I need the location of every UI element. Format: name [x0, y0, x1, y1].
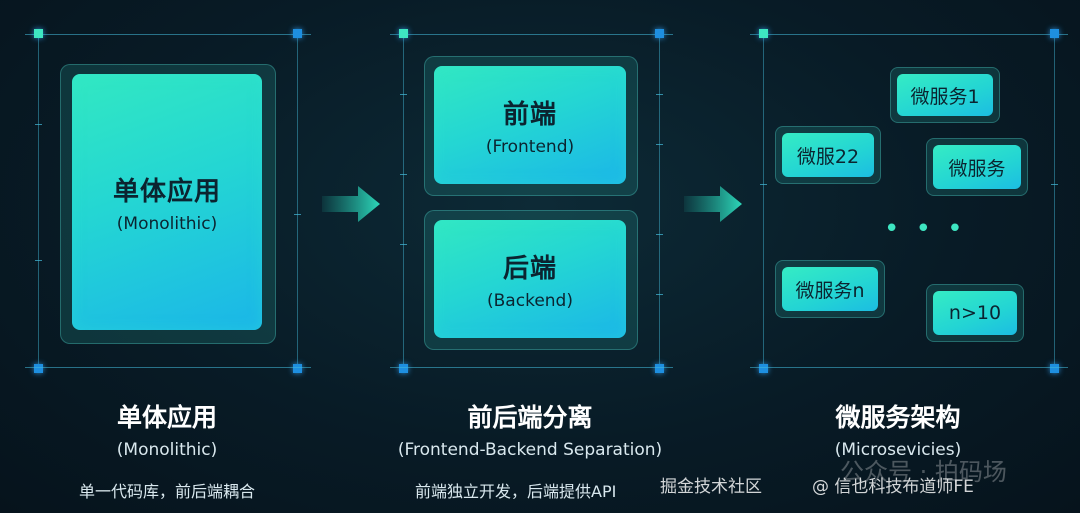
- frame-corner: [399, 364, 408, 373]
- frontend-title: 前端: [502, 99, 557, 130]
- microservices-caption: 微服务架构 (Microsevicies): [738, 398, 1058, 460]
- frame-corner: [655, 364, 664, 373]
- frame-corner: [1050, 29, 1059, 38]
- microservice-chip: 微服务1: [890, 67, 1000, 123]
- caption-description-text: 前端独立开发，后端提供API: [415, 482, 617, 501]
- caption-subtitle: (Monolithic): [116, 440, 218, 460]
- frame-corner: [399, 29, 408, 38]
- frame-corner: [34, 364, 43, 373]
- watermark-left: 掘金技术社区: [660, 477, 762, 497]
- monolithic-caption: 单体应用 (Monolithic) 单一代码库，前后端耦合: [7, 398, 327, 502]
- frame-tick: [656, 294, 663, 295]
- frame-corner: [293, 29, 302, 38]
- frame-tick: [656, 94, 663, 95]
- frontend-subtitle: (Frontend): [485, 136, 575, 157]
- frame-corner: [759, 29, 768, 38]
- frame-corner: [759, 364, 768, 373]
- monolithic-frame: [25, 29, 311, 373]
- microservice-chip-label: 微服务1: [897, 74, 993, 116]
- caption-title: 单体应用: [116, 403, 217, 432]
- caption-title: 前后端分离: [467, 403, 593, 432]
- caption-subtitle: (Frontend-Backend Separation): [397, 440, 663, 460]
- backend-subtitle: (Backend): [487, 290, 573, 311]
- microservices-frame: [750, 29, 1068, 373]
- frame-tick: [400, 244, 407, 245]
- separation-caption: 前后端分离 (Frontend-Backend Separation) 前端独立…: [370, 398, 690, 502]
- microservice-chip: n>10: [926, 284, 1024, 342]
- frame-tick: [656, 144, 663, 145]
- watermark-right: @ 信也科技布道师FE: [812, 477, 974, 497]
- frame-tick: [35, 124, 42, 125]
- backend-box: 后端 (Backend): [434, 220, 626, 338]
- frame-corner: [655, 29, 664, 38]
- frame-tick: [294, 214, 301, 215]
- frame-tick: [656, 234, 663, 235]
- frame-tick: [1051, 184, 1058, 185]
- right-arrow-icon: [684, 186, 742, 222]
- frame-tick: [35, 260, 42, 261]
- frame-corner: [293, 364, 302, 373]
- monolithic-box: 单体应用 (Monolithic): [72, 74, 262, 330]
- frame-corner: [34, 29, 43, 38]
- frontend-box: 前端 (Frontend): [434, 66, 626, 184]
- caption-description: 前端独立开发，后端提供API: [370, 478, 690, 502]
- frame-corner: [1050, 364, 1059, 373]
- backend-title: 后端: [502, 253, 557, 284]
- microservice-chip-label: 微服22: [782, 133, 874, 177]
- monolithic-box-subtitle: (Monolithic): [116, 213, 218, 234]
- frame-tick: [400, 94, 407, 95]
- frame-tick: [400, 174, 407, 175]
- caption-description: 单一代码库，前后端耦合: [78, 482, 255, 501]
- caption-subtitle: (Microsevicies): [834, 440, 962, 460]
- microservice-chip: 微服务n: [775, 260, 885, 318]
- microservice-chip-label: 微服务: [933, 145, 1021, 189]
- microservice-chip-label: n>10: [933, 291, 1017, 335]
- microservice-chip-label: 微服务n: [782, 267, 878, 311]
- caption-title: 微服务架构: [835, 403, 961, 432]
- microservice-chip: 微服务: [926, 138, 1028, 196]
- watermark-faint: 公众号 · 拍码场: [840, 458, 1007, 486]
- microservice-chip: 微服22: [775, 126, 881, 184]
- monolithic-box-title: 单体应用: [112, 176, 221, 207]
- right-arrow-icon: [322, 186, 380, 222]
- separation-frame: [390, 29, 673, 373]
- frame-tick: [760, 184, 767, 185]
- ellipsis-indicator: • • •: [884, 214, 967, 244]
